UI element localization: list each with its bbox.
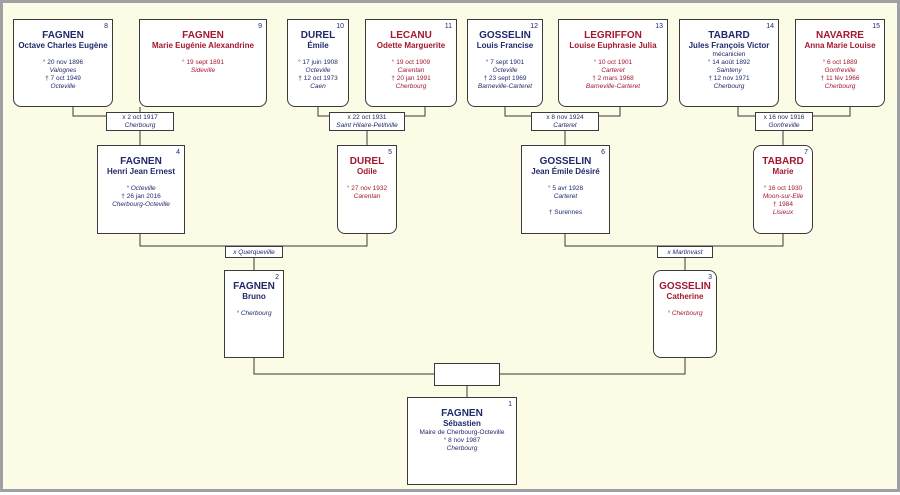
person-10[interactable]: 10 DUREL Émile ° 17 juin 1908 Octeville … [287, 19, 349, 107]
person-4[interactable]: 4 FAGNEN Henri Jean Ernest ° Octeville †… [97, 145, 185, 234]
person-2[interactable]: 2 FAGNEN Bruno ° Cherbourg [224, 270, 284, 358]
link-4-5 [139, 234, 368, 247]
marriage-14-15[interactable]: x 16 nov 1916 Gonfreville [755, 112, 813, 131]
marriage-2-3[interactable] [434, 363, 500, 386]
marriage-4-5[interactable]: x Querqueville [225, 246, 283, 258]
person-8[interactable]: 8 FAGNEN Octave Charles Eugène ° 20 nov … [13, 19, 113, 107]
person-6[interactable]: 6 GOSSELIN Jean Émile Désiré ° 5 avr 192… [521, 145, 610, 234]
person-11[interactable]: 11 LECANU Odette Marguerite ° 19 oct 190… [365, 19, 457, 107]
marriage-10-11[interactable]: x 22 oct 1931 Saint Hilaire-Petitville [329, 112, 405, 131]
person-3[interactable]: 3 GOSSELIN Catherine ° Cherbourg [653, 270, 717, 358]
person-14[interactable]: 14 TABARD Jules François Victor mécanici… [679, 19, 779, 107]
person-9[interactable]: 9 FAGNEN Marie Eugénie Alexandrine ° 19 … [139, 19, 267, 107]
marriage-6-7[interactable]: x Martinvast [657, 246, 713, 258]
person-15[interactable]: 15 NAVARRE Anna Marie Louise ° 6 oct 188… [795, 19, 885, 107]
person-13[interactable]: 13 LEGRIFFON Louise Euphrasie Julia ° 10… [558, 19, 668, 107]
link-6-7 [564, 234, 784, 247]
person-5[interactable]: 5 DUREL Odile ° 27 nov 1932 Carentan [337, 145, 397, 234]
marriage-8-9[interactable]: x 2 oct 1917 Cherbourg [106, 112, 174, 131]
person-7[interactable]: 7 TABARD Marie ° 16 oct 1930 Moon-sur-El… [753, 145, 813, 234]
marriage-12-13[interactable]: x 8 nov 1924 Carteret [531, 112, 599, 131]
person-12[interactable]: 12 GOSSELIN Louis Francise ° 7 sept 1901… [467, 19, 543, 107]
person-1[interactable]: 1 FAGNEN Sébastien Maire de Cherbourg-Oc… [407, 397, 517, 485]
